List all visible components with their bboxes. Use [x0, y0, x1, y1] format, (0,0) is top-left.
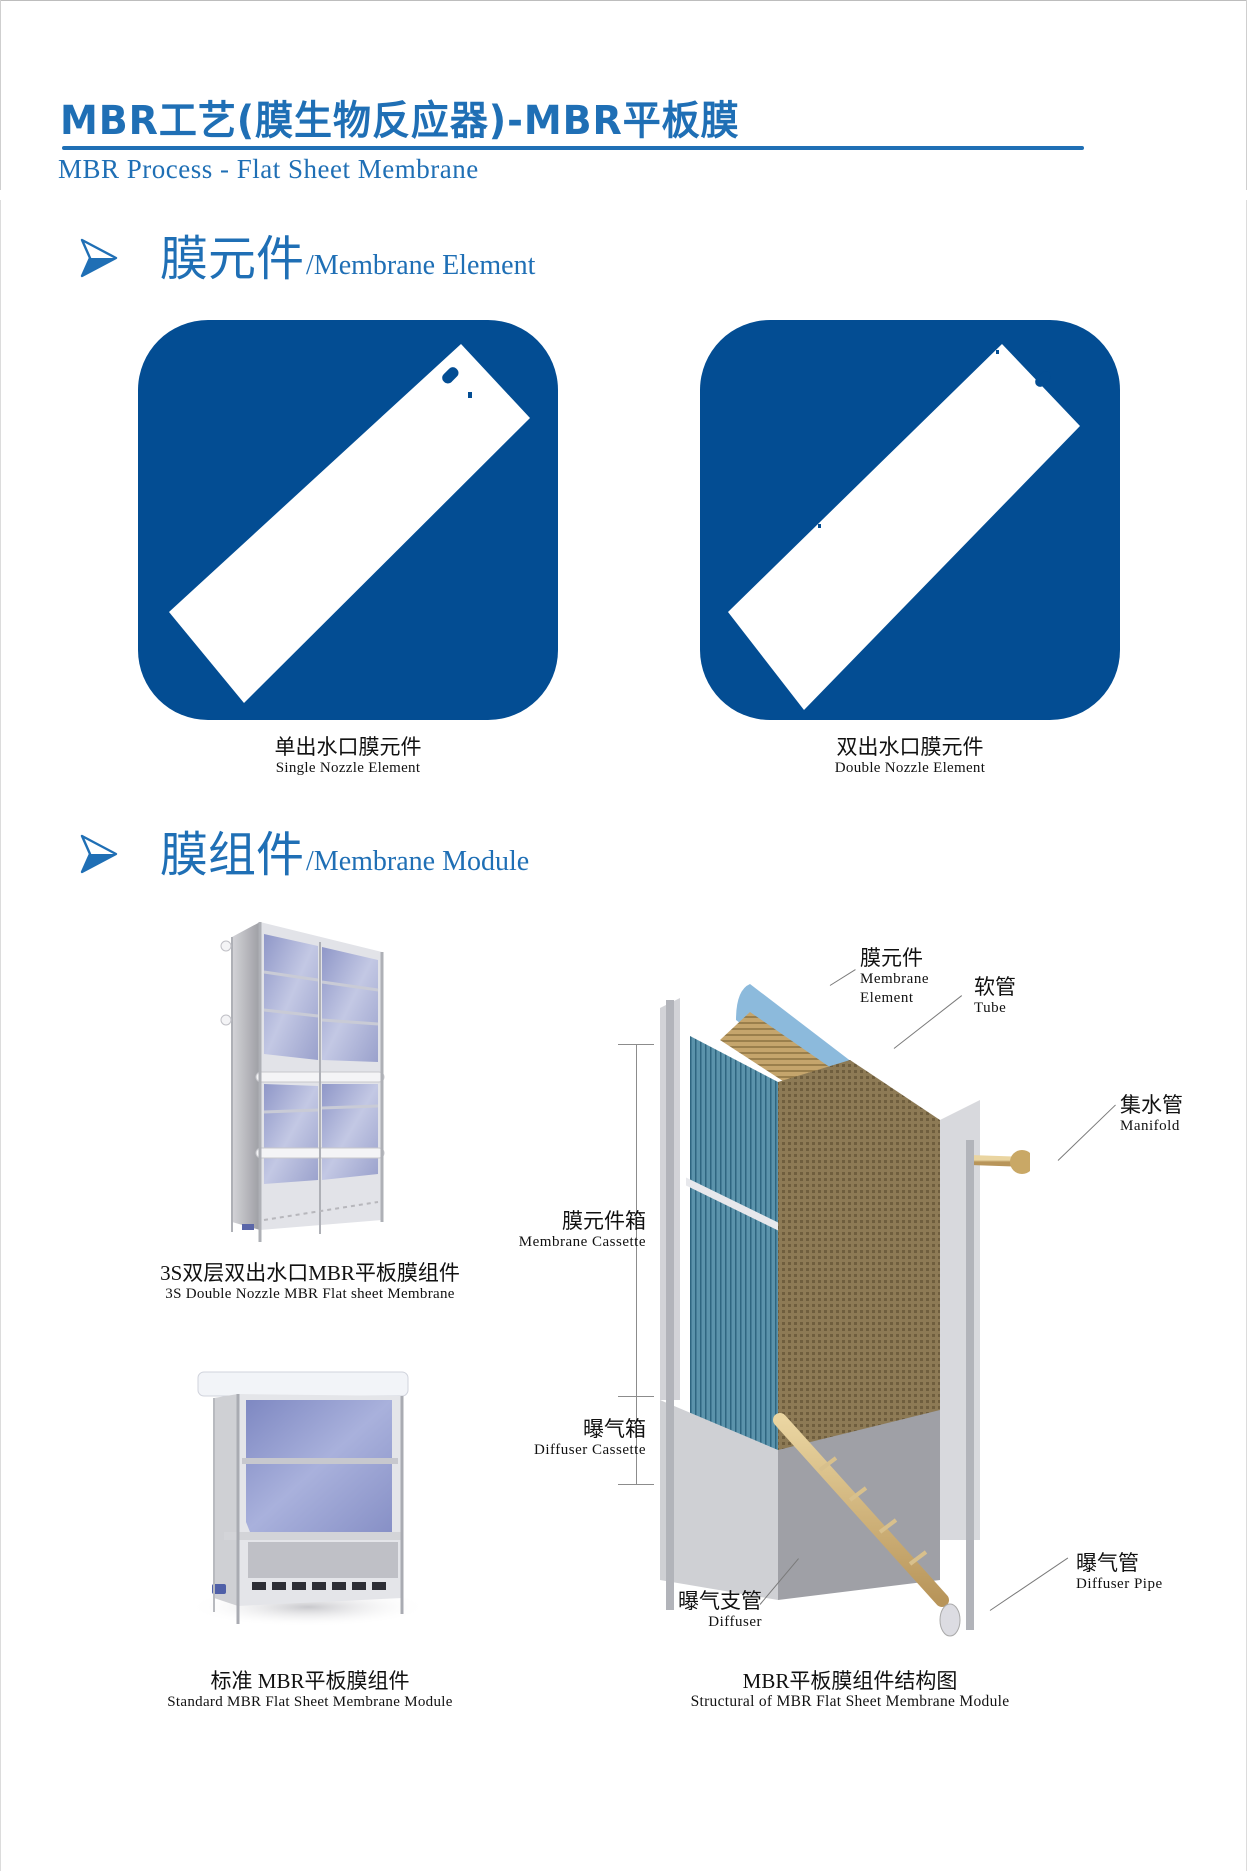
- dimension-tick-bottom: [618, 1484, 654, 1485]
- callout-diffuser-pipe: 曝气管 Diffuser Pipe: [1076, 1551, 1163, 1594]
- section-heading-membrane-module: 膜组件 /Membrane Module: [80, 832, 529, 880]
- callout-membrane-element: 膜元件 Membrane Element: [860, 946, 929, 1008]
- callout-cn: 曝气箱: [583, 1417, 646, 1441]
- callout-manifold: 集水管 Manifold: [1120, 1093, 1183, 1136]
- caption-en: Standard MBR Flat Sheet Membrane Module: [167, 1694, 453, 1711]
- caption-en: Double Nozzle Element: [834, 760, 986, 777]
- double-nozzle-element-image: [700, 320, 1120, 720]
- section-title-en: /Membrane Element: [306, 250, 536, 281]
- callout-en: Tube: [974, 1000, 1007, 1017]
- caption-en: 3S Double Nozzle MBR Flat sheet Membrane: [165, 1286, 455, 1303]
- callout-cn: 曝气管: [1076, 1551, 1139, 1575]
- single-nozzle-element-image: [138, 320, 558, 720]
- page-border-left: [0, 0, 1, 190]
- title-divider: [62, 146, 1084, 150]
- dimension-tick-mid: [618, 1396, 654, 1397]
- 3s-double-layer-module-image: [220, 912, 390, 1242]
- page-border-top: [0, 0, 1247, 1]
- 3s-module-caption: 3S双层双出水口MBR平板膜组件 3S Double Nozzle MBR Fl…: [110, 1261, 510, 1303]
- caption-en: Structural of MBR Flat Sheet Membrane Mo…: [690, 1693, 1010, 1711]
- section-heading-membrane-element: 膜元件 /Membrane Element: [80, 236, 535, 284]
- callout-cn: 膜元件: [860, 946, 923, 970]
- section-title-cn: 膜组件: [160, 829, 305, 882]
- standard-module-caption: 标准 MBR平板膜组件 Standard MBR Flat Sheet Memb…: [110, 1669, 510, 1711]
- structural-diagram-caption: MBR平板膜组件结构图 Structural of MBR Flat Sheet…: [640, 1669, 1060, 1712]
- callout-en: Diffuser: [708, 1614, 762, 1631]
- page-subtitle: MBR Process - Flat Sheet Membrane: [58, 154, 479, 184]
- section-title-cn: 膜元件: [160, 233, 305, 286]
- caption-cn: 3S双层双出水口MBR平板膜组件: [160, 1261, 460, 1285]
- caption-en: Single Nozzle Element: [275, 760, 421, 777]
- arrow-right-icon: [80, 834, 118, 874]
- caption-cn: 双出水口膜元件: [836, 735, 984, 759]
- double-nozzle-caption: 双出水口膜元件 Double Nozzle Element: [760, 735, 1060, 777]
- callout-en: Membrane: [860, 971, 929, 988]
- callout-en: Diffuser Pipe: [1076, 1576, 1163, 1593]
- page-border-left-lower: [0, 200, 1, 1871]
- caption-cn: MBR平板膜组件结构图: [742, 1669, 958, 1693]
- section-title-en: /Membrane Module: [306, 846, 530, 877]
- callout-en: Manifold: [1120, 1118, 1180, 1135]
- callout-tube: 软管 Tube: [974, 975, 1016, 1018]
- callout-cn: 软管: [974, 975, 1016, 999]
- callout-membrane-cassette: 膜元件箱 Membrane Cassette: [488, 1209, 646, 1252]
- arrow-right-icon: [80, 238, 118, 278]
- callout-diffuser-cassette: 曝气箱 Diffuser Cassette: [488, 1417, 646, 1460]
- structural-diagram-image: [650, 980, 1034, 1640]
- callout-diffuser: 曝气支管 Diffuser: [640, 1589, 762, 1632]
- callout-cn: 集水管: [1120, 1093, 1183, 1117]
- leader-line: [1057, 1104, 1116, 1161]
- page-title: MBR工艺(膜生物反应器)-MBR平板膜: [60, 98, 740, 144]
- callout-en: Diffuser Cassette: [534, 1442, 646, 1459]
- standard-module-image: [188, 1362, 428, 1632]
- dimension-tick-top: [618, 1044, 654, 1045]
- cassette-dimension-line: [636, 1044, 637, 1484]
- callout-cn: 膜元件箱: [562, 1209, 646, 1233]
- caption-cn: 标准 MBR平板膜组件: [210, 1669, 410, 1693]
- callout-en: Element: [860, 989, 914, 1006]
- callout-en: Membrane Cassette: [518, 1234, 646, 1251]
- caption-cn: 单出水口膜元件: [274, 735, 422, 759]
- single-nozzle-caption: 单出水口膜元件 Single Nozzle Element: [198, 735, 498, 777]
- callout-cn: 曝气支管: [678, 1589, 762, 1613]
